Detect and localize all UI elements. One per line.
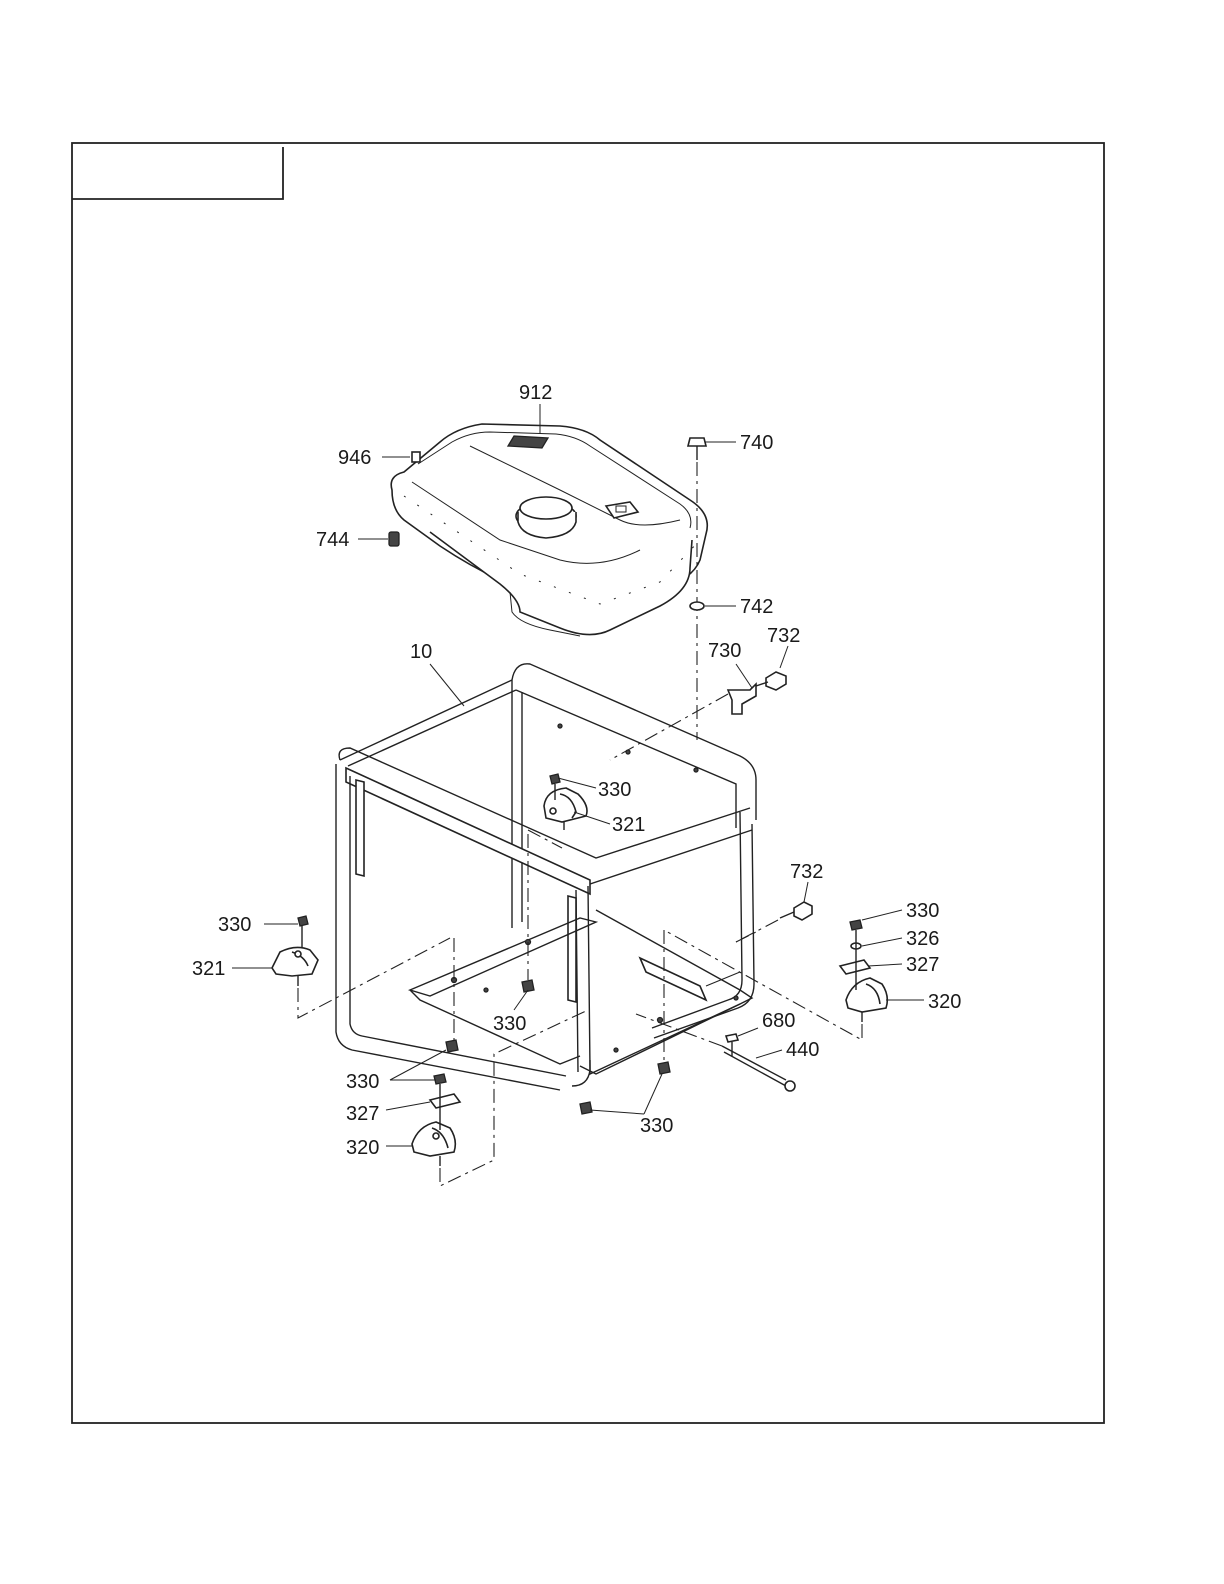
nut-icon (445, 979, 671, 1115)
bracket-icon (726, 671, 787, 715)
callout-330-bottom: 330 (640, 1115, 673, 1137)
callout-leaders (232, 404, 924, 1147)
callout-330-left: 330 (218, 914, 251, 936)
title-box (72, 147, 284, 200)
ground-cable-icon (721, 1033, 796, 1092)
callout-742: 742 (740, 596, 773, 618)
callout-740: 740 (740, 432, 773, 454)
callout-327-right: 327 (906, 954, 939, 976)
callout-326: 326 (906, 928, 939, 950)
callout-440: 440 (786, 1039, 819, 1061)
callout-330-center: 330 (493, 1013, 526, 1035)
rubber-mount-icon (543, 773, 588, 830)
callout-680: 680 (762, 1010, 795, 1032)
fuel-cock-icon (388, 531, 400, 547)
callout-730: 730 (708, 640, 741, 662)
fuel-tank-icon (390, 423, 709, 637)
callout-10: 10 (410, 641, 432, 663)
callout-330-mid: 330 (598, 779, 631, 801)
bolt-icon (686, 437, 708, 460)
callout-320-left: 320 (346, 1137, 379, 1159)
callout-327-left: 327 (346, 1103, 379, 1125)
diagram-border (71, 142, 1105, 1424)
rubber-mount-icon (271, 915, 319, 986)
callout-321-left: 321 (192, 958, 225, 980)
callout-320-right: 320 (928, 991, 961, 1013)
callout-330-lower-left: 330 (346, 1071, 379, 1093)
callout-912: 912 (519, 382, 552, 404)
callout-321-mid: 321 (612, 814, 645, 836)
washer-icon (689, 601, 705, 611)
frame-icon (335, 663, 757, 1091)
callout-744: 744 (316, 529, 349, 551)
callout-330-right: 330 (906, 900, 939, 922)
callout-732-top: 732 (767, 625, 800, 647)
rubber-mount-icon (838, 919, 889, 1022)
rubber-mount-icon (411, 1073, 462, 1166)
bolt-icon (779, 901, 813, 921)
callout-946: 946 (338, 447, 371, 469)
callout-732-right: 732 (790, 861, 823, 883)
